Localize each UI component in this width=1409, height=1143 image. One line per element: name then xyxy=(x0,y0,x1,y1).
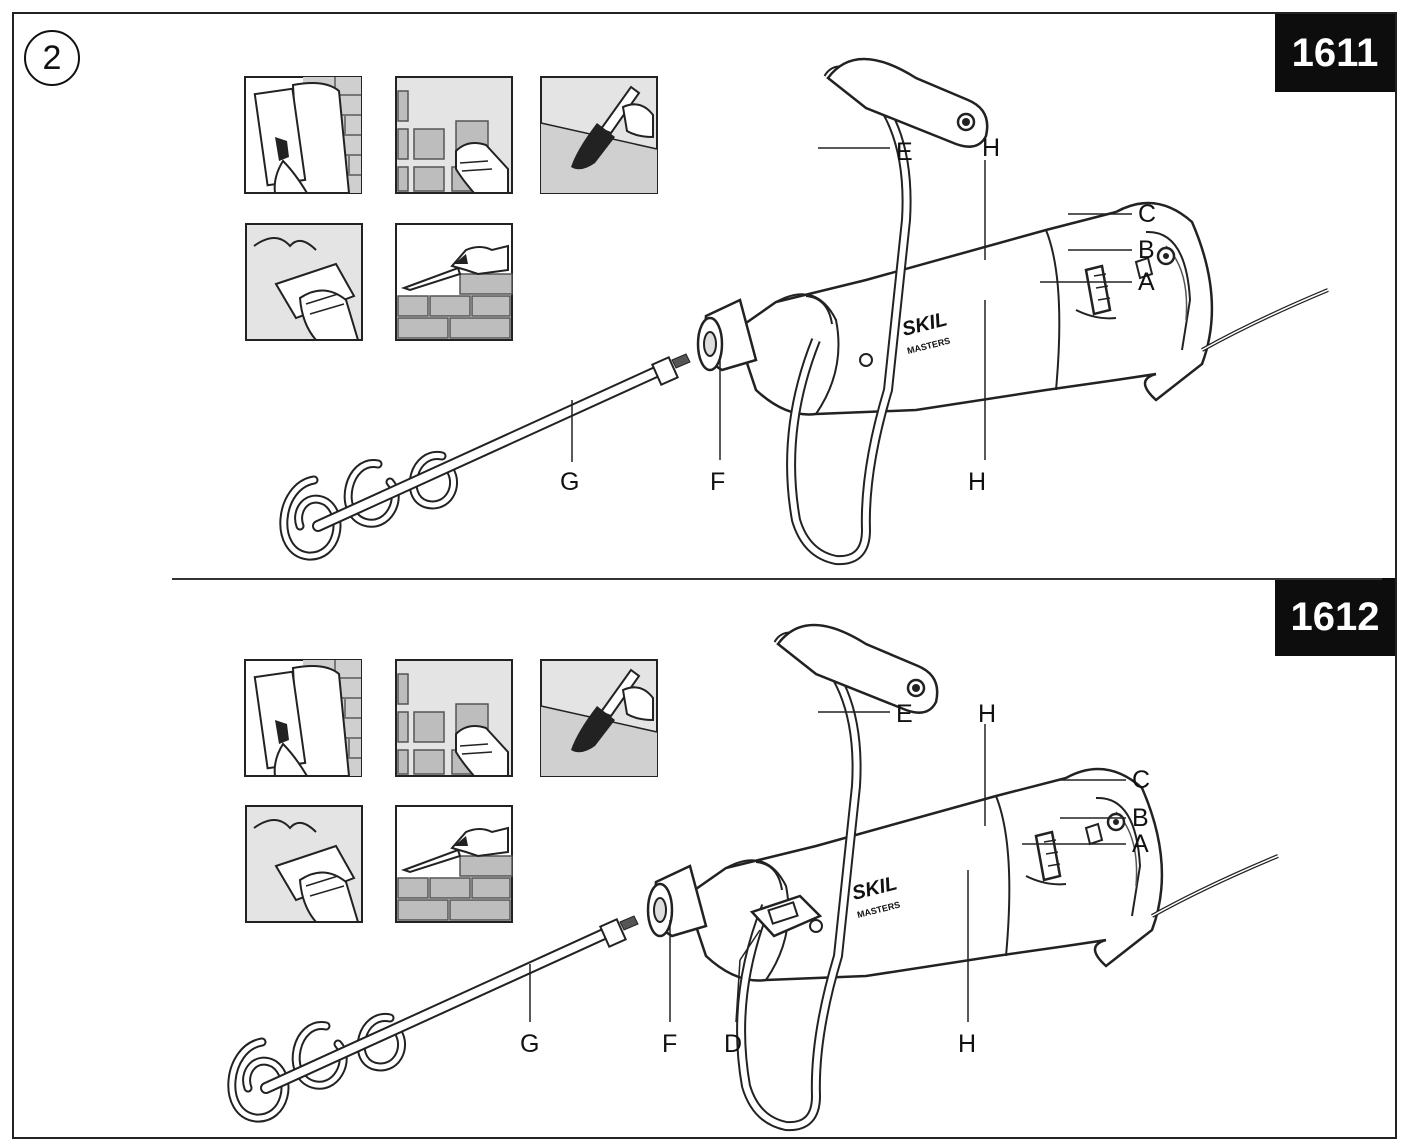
label-a: A xyxy=(1138,268,1155,296)
panel-divider xyxy=(172,578,1382,580)
painting-icon xyxy=(540,76,658,194)
tile-setting-icon xyxy=(395,659,513,777)
mixer-body xyxy=(698,59,1328,560)
mixing-paddle-g xyxy=(284,354,690,556)
painting-icon xyxy=(540,659,658,777)
label-a: A xyxy=(1132,830,1149,858)
figure-number-badge: 2 xyxy=(24,30,80,86)
label-c: C xyxy=(1138,200,1156,228)
label-h-bottom: H xyxy=(958,1030,976,1058)
grout-wiping-icon xyxy=(245,223,363,341)
label-e: E xyxy=(896,138,913,166)
label-f: F xyxy=(662,1030,677,1058)
label-b: B xyxy=(1132,804,1149,832)
label-c: C xyxy=(1132,766,1150,794)
bricklaying-icon xyxy=(395,805,513,923)
wall-plaster-icon xyxy=(244,76,362,194)
label-h-top: H xyxy=(978,700,996,728)
bricklaying-icon xyxy=(395,223,513,341)
label-h-bottom: H xyxy=(968,468,986,496)
tile-setting-icon xyxy=(395,76,513,194)
label-g: G xyxy=(560,468,579,496)
label-h-top: H xyxy=(982,134,1000,162)
panel-1611: E H C B A G F H xyxy=(244,59,1328,560)
mixing-paddle-g xyxy=(232,916,638,1118)
label-g: G xyxy=(520,1030,539,1058)
figure-number: 2 xyxy=(42,38,62,77)
grout-wiping-icon xyxy=(245,805,363,923)
panel-1612: E H C B A G F D H xyxy=(232,625,1278,1126)
wall-plaster-icon xyxy=(244,659,362,777)
label-f: F xyxy=(710,468,725,496)
model-tab-1611: 1611 xyxy=(1275,14,1395,92)
label-b: B xyxy=(1138,236,1155,264)
label-d: D xyxy=(724,1030,742,1058)
label-e: E xyxy=(896,700,913,728)
model-tab-1612: 1612 xyxy=(1275,578,1395,656)
